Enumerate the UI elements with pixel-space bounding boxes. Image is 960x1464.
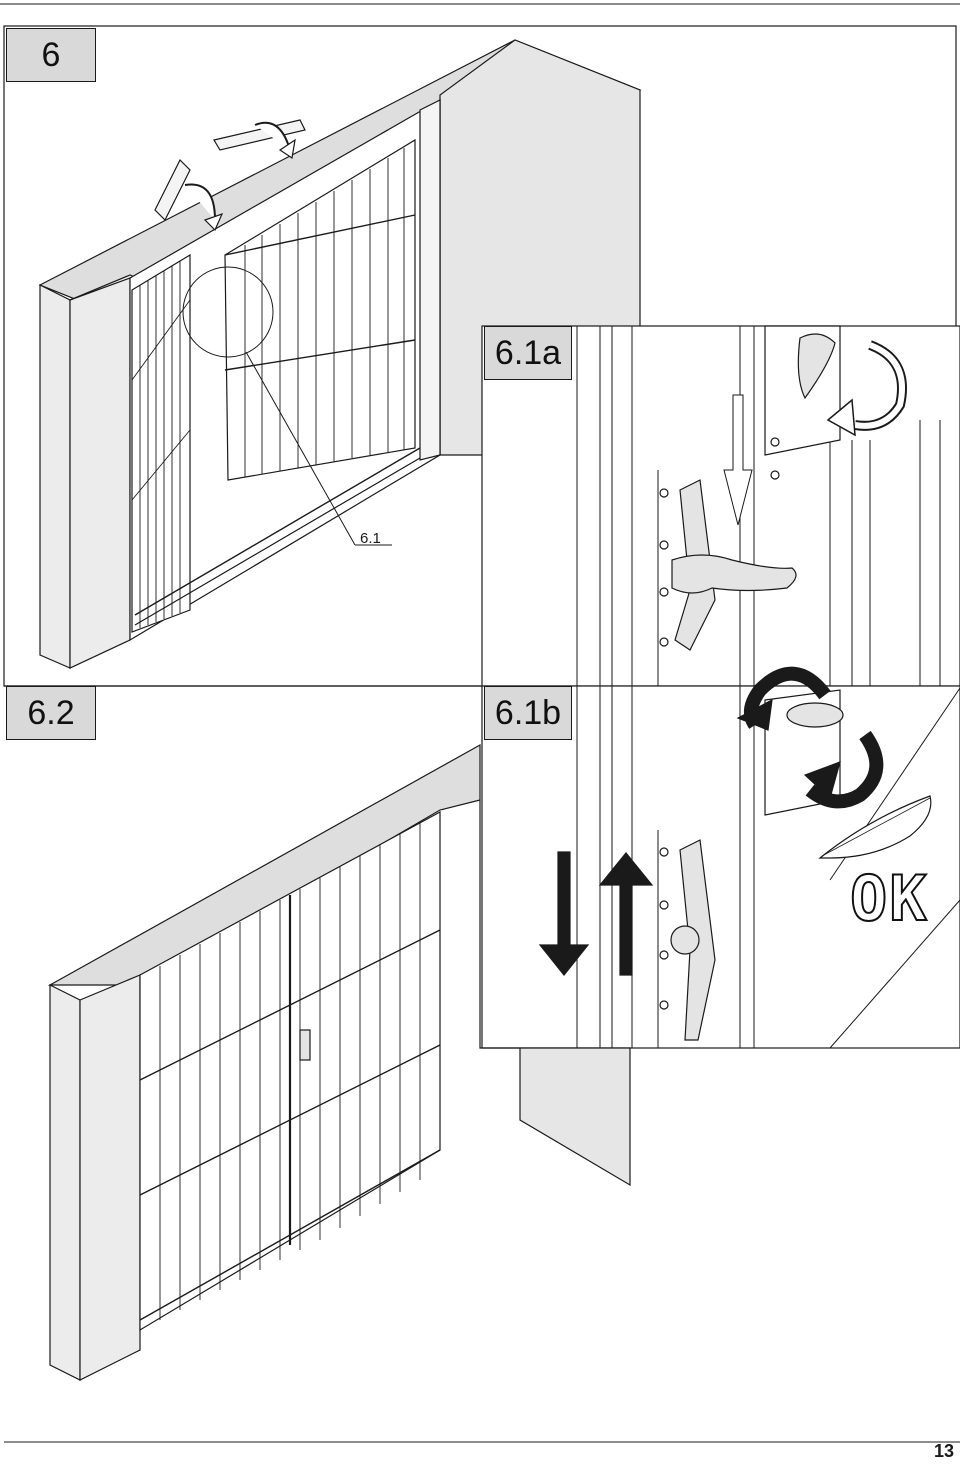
detail-6-1a: [481, 325, 960, 687]
step-label-6-1a: 6.1a: [484, 326, 572, 380]
step-label-6-1b: 6.1b: [484, 686, 572, 740]
step-label-6-2: 6.2: [6, 686, 96, 740]
up-arrow-icon: [598, 852, 654, 976]
step-label-6: 6: [6, 28, 96, 82]
gate-open-illustration: [38, 39, 642, 669]
detail-6-1b: [481, 666, 960, 1049]
down-arrow-icon: [538, 851, 590, 976]
gate-closed-illustration: [47, 743, 631, 1381]
page-number: 13: [933, 1441, 954, 1461]
detail-callout-label: 6.1: [360, 530, 381, 547]
ok-check-icon: OK: [849, 861, 929, 936]
